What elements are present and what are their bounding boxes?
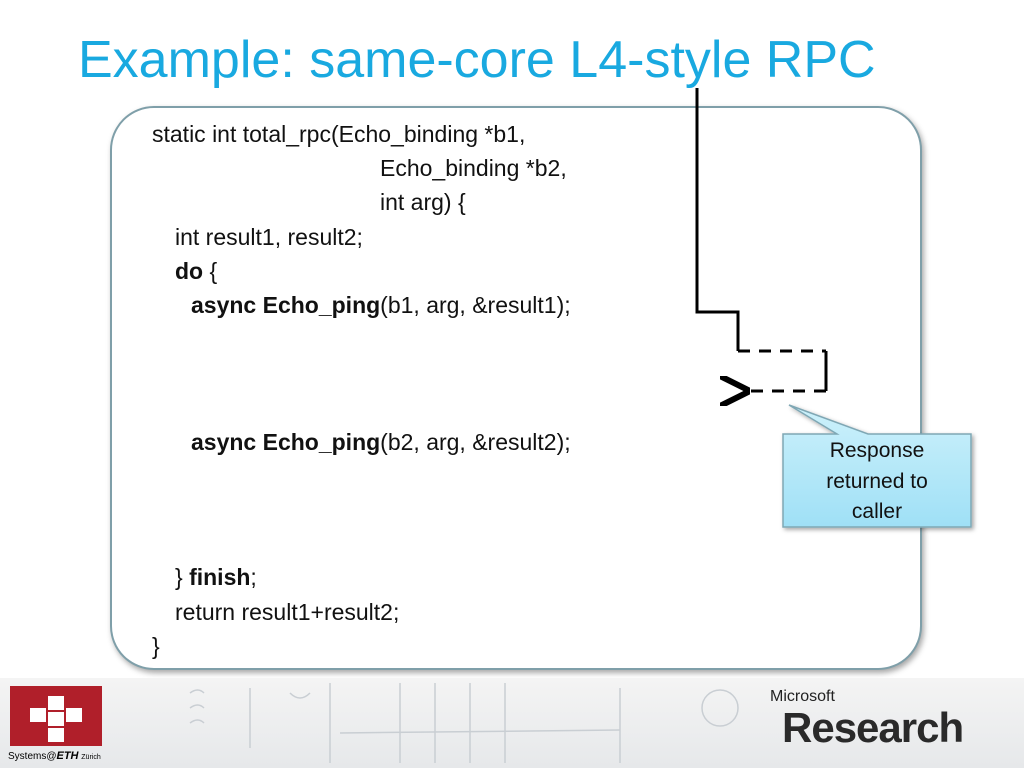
- code-line-signature: static int total_rpc(Echo_binding *b1,: [152, 121, 526, 147]
- eth-name: ETH: [56, 750, 79, 762]
- callout-response: Response returned to caller: [783, 437, 971, 527]
- slide-footer: Systems@ETH Zürich Microsoft Research: [0, 678, 1024, 768]
- code-line-do: do {: [175, 260, 217, 283]
- callout-line-2: returned to: [826, 469, 928, 493]
- code-do-brace: {: [203, 258, 218, 284]
- callout-line-1: Response: [829, 439, 925, 463]
- microsoft-label: Microsoft: [770, 688, 835, 705]
- code-line-declare: int result1, result2;: [175, 224, 363, 250]
- research-label: Research: [782, 704, 964, 751]
- code-line-ping2: async Echo_ping(b2, arg, &result2);: [191, 431, 571, 454]
- footer-sketch-background: [189, 683, 739, 763]
- code-finish-semicolon: ;: [250, 564, 257, 590]
- code-line-finish: } finish;: [175, 566, 257, 589]
- code-line-param-arg: int arg) {: [380, 189, 466, 215]
- flow-solid-line: [695, 88, 740, 351]
- code-finish-brace: }: [175, 564, 190, 590]
- eth-city: Zürich: [81, 754, 101, 761]
- slide-title: Example: same-core L4-style RPC: [78, 31, 876, 89]
- callout-line-3: caller: [851, 500, 903, 524]
- code-ping2-args: (b2, arg, &result2);: [380, 429, 571, 455]
- code-box: [110, 106, 922, 670]
- code-line-close-brace: }: [152, 633, 160, 659]
- code-line-ping1: async Echo_ping(b1, arg, &result1);: [191, 294, 571, 317]
- keyword-async-ping-1: async Echo_ping: [191, 292, 381, 318]
- code-ping1-args: (b1, arg, &result1);: [380, 292, 571, 318]
- eth-prefix: Systems@: [8, 751, 57, 762]
- keyword-finish: finish: [189, 564, 251, 590]
- eth-logo-icon: [10, 686, 102, 746]
- keyword-async-ping-2: async Echo_ping: [191, 429, 381, 455]
- keyword-do: do: [175, 258, 204, 284]
- code-line-return: return result1+result2;: [175, 599, 400, 625]
- code-line-param-b2: Echo_binding *b2,: [380, 155, 567, 181]
- eth-systems-label: Systems@ETH Zürich: [8, 750, 101, 762]
